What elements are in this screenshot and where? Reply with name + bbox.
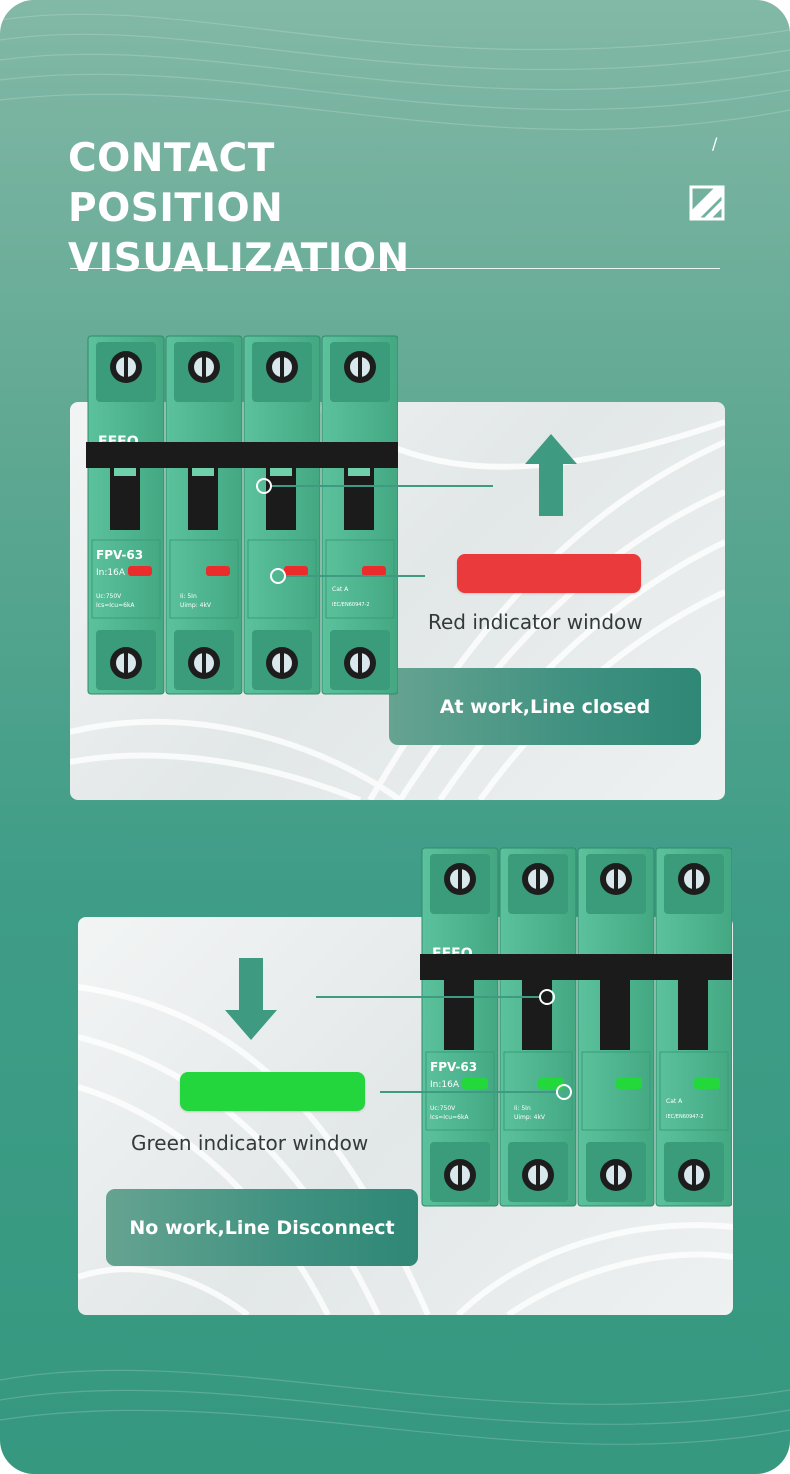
title-line-1: CONTACT	[68, 136, 275, 181]
breaker-open-image: FEFO FPV-63 In:16A Uc:750V Ics=Icu=6kA I…	[420, 847, 732, 1207]
breaker-model: FPV-63	[96, 548, 143, 562]
breaker-rating: In:16A	[430, 1080, 460, 1090]
breaker-uimp: Uimp: 4kV	[514, 1114, 546, 1121]
red-indicator-caption: Red indicator window	[428, 610, 643, 634]
arrow-up-icon	[525, 434, 577, 516]
breaker-ii: Ii: 5In	[180, 593, 197, 600]
page-title: CONTACT POSITION VISUALIZATION	[68, 134, 628, 284]
green-indicator-window	[180, 1072, 365, 1111]
breaker-cat: Cat A	[666, 1098, 683, 1105]
breaker-standard: IEC/EN60947-2	[666, 1114, 704, 1120]
breaker-ics: Ics=Icu=6kA	[96, 602, 135, 609]
breaker-ics: Ics=Icu=6kA	[430, 1114, 469, 1121]
breaker-ii: Ii: 5In	[514, 1105, 531, 1112]
red-indicator-window	[457, 554, 641, 593]
green-indicator-caption: Green indicator window	[131, 1131, 369, 1155]
status-line-closed: At work,Line closed	[389, 668, 701, 745]
breaker-rating: In:16A	[96, 568, 126, 578]
breaker-closed-image: FEFO FPV-63 In:16A Uc:750V Ics=Icu=6kA I…	[86, 335, 398, 695]
title-line-2: POSITION VISUALIZATION	[68, 186, 410, 281]
fefo-logo-mark-icon	[689, 185, 725, 221]
title-slash: /	[712, 134, 718, 153]
breaker-standard: IEC/EN60947-2	[332, 602, 370, 608]
breaker-cat: Cat A	[332, 586, 349, 593]
arrow-down-icon	[225, 958, 277, 1040]
breaker-uc: Uc:750V	[430, 1105, 456, 1112]
panel-waves	[70, 402, 725, 800]
status-line-disconnect: No work,Line Disconnect	[106, 1189, 418, 1266]
breaker-uimp: Uimp: 4kV	[180, 602, 212, 609]
header-divider	[70, 268, 720, 269]
breaker-uc: Uc:750V	[96, 593, 122, 600]
breaker-model: FPV-63	[430, 1060, 477, 1074]
